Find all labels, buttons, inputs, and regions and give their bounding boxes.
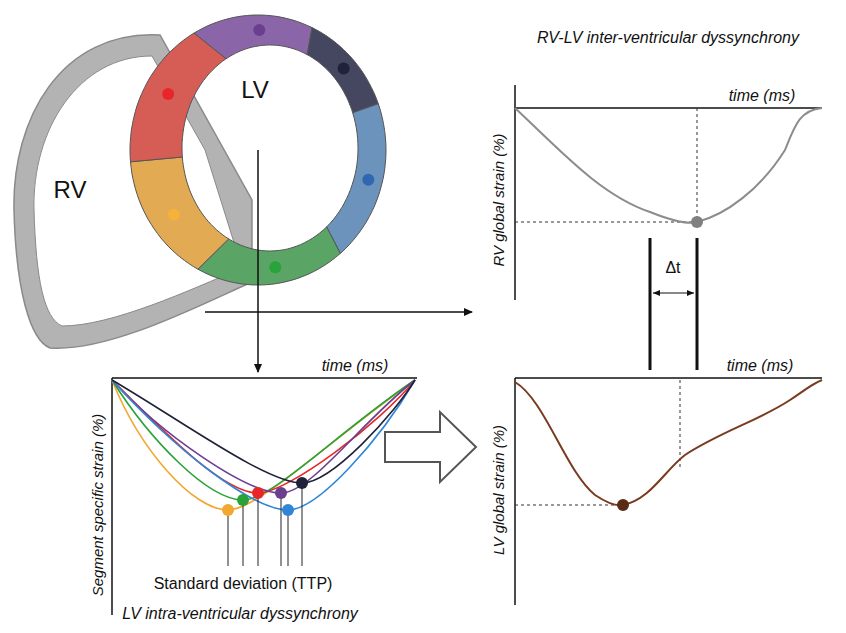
annotation: Standard deviation (TTP): [154, 575, 333, 593]
chamber-label: LV: [241, 76, 269, 104]
lv-segment: [327, 104, 386, 254]
ttp-line: [281, 493, 282, 566]
segment-graph: [112, 378, 417, 615]
segment-curve: [112, 380, 415, 493]
segment-curve: [112, 380, 415, 510]
ttp-line: [228, 510, 229, 566]
segment-dot: [362, 174, 374, 186]
ttp-dot: [237, 494, 249, 506]
segment-curve: [112, 380, 415, 510]
axis-label: LV global strain (%): [490, 425, 507, 555]
axis-label: time (ms): [727, 357, 794, 375]
ttp-dot: [296, 477, 308, 489]
lv-segment: [130, 33, 226, 162]
delta-t-marker: [650, 238, 697, 370]
segment-dot: [253, 24, 265, 36]
ttp-dot: [222, 504, 234, 516]
rv-cavity: [34, 56, 242, 326]
panel-title: RV-LV inter-ventricular dyssynchrony: [537, 29, 799, 47]
rv-wall: [14, 35, 252, 348]
lv-segment: [131, 157, 229, 269]
segment-curve: [112, 380, 415, 483]
segment-curve: [112, 380, 415, 500]
segment-dot: [168, 209, 180, 221]
arrow-right: [205, 311, 472, 313]
axis-label: Segment specific strain (%): [89, 414, 106, 597]
ttp-line: [302, 483, 303, 566]
interval-label: Δt: [665, 259, 680, 277]
arrow-down: [257, 150, 259, 372]
lv-segment: [307, 28, 378, 113]
ttp-dot: [275, 487, 287, 499]
ttp-line: [288, 510, 289, 566]
chamber-label: RV: [54, 176, 87, 204]
ttp-dot: [282, 504, 294, 516]
lv-graph: [515, 378, 822, 605]
segment-dot: [162, 88, 174, 100]
segment-dot: [269, 261, 281, 273]
panel-title: LV intra-ventricular dyssynchrony: [122, 605, 358, 623]
axis-label: time (ms): [729, 87, 796, 105]
axis-label: time (ms): [322, 357, 389, 375]
ttp-line: [258, 493, 259, 566]
segment-dot: [338, 63, 350, 75]
hollow-arrow: [385, 412, 476, 482]
axis-label: RV global strain (%): [490, 133, 507, 266]
ttp-line: [243, 500, 244, 566]
ttp-dot: [252, 487, 264, 499]
segment-curve: [112, 380, 415, 493]
rv-graph: [515, 85, 822, 300]
